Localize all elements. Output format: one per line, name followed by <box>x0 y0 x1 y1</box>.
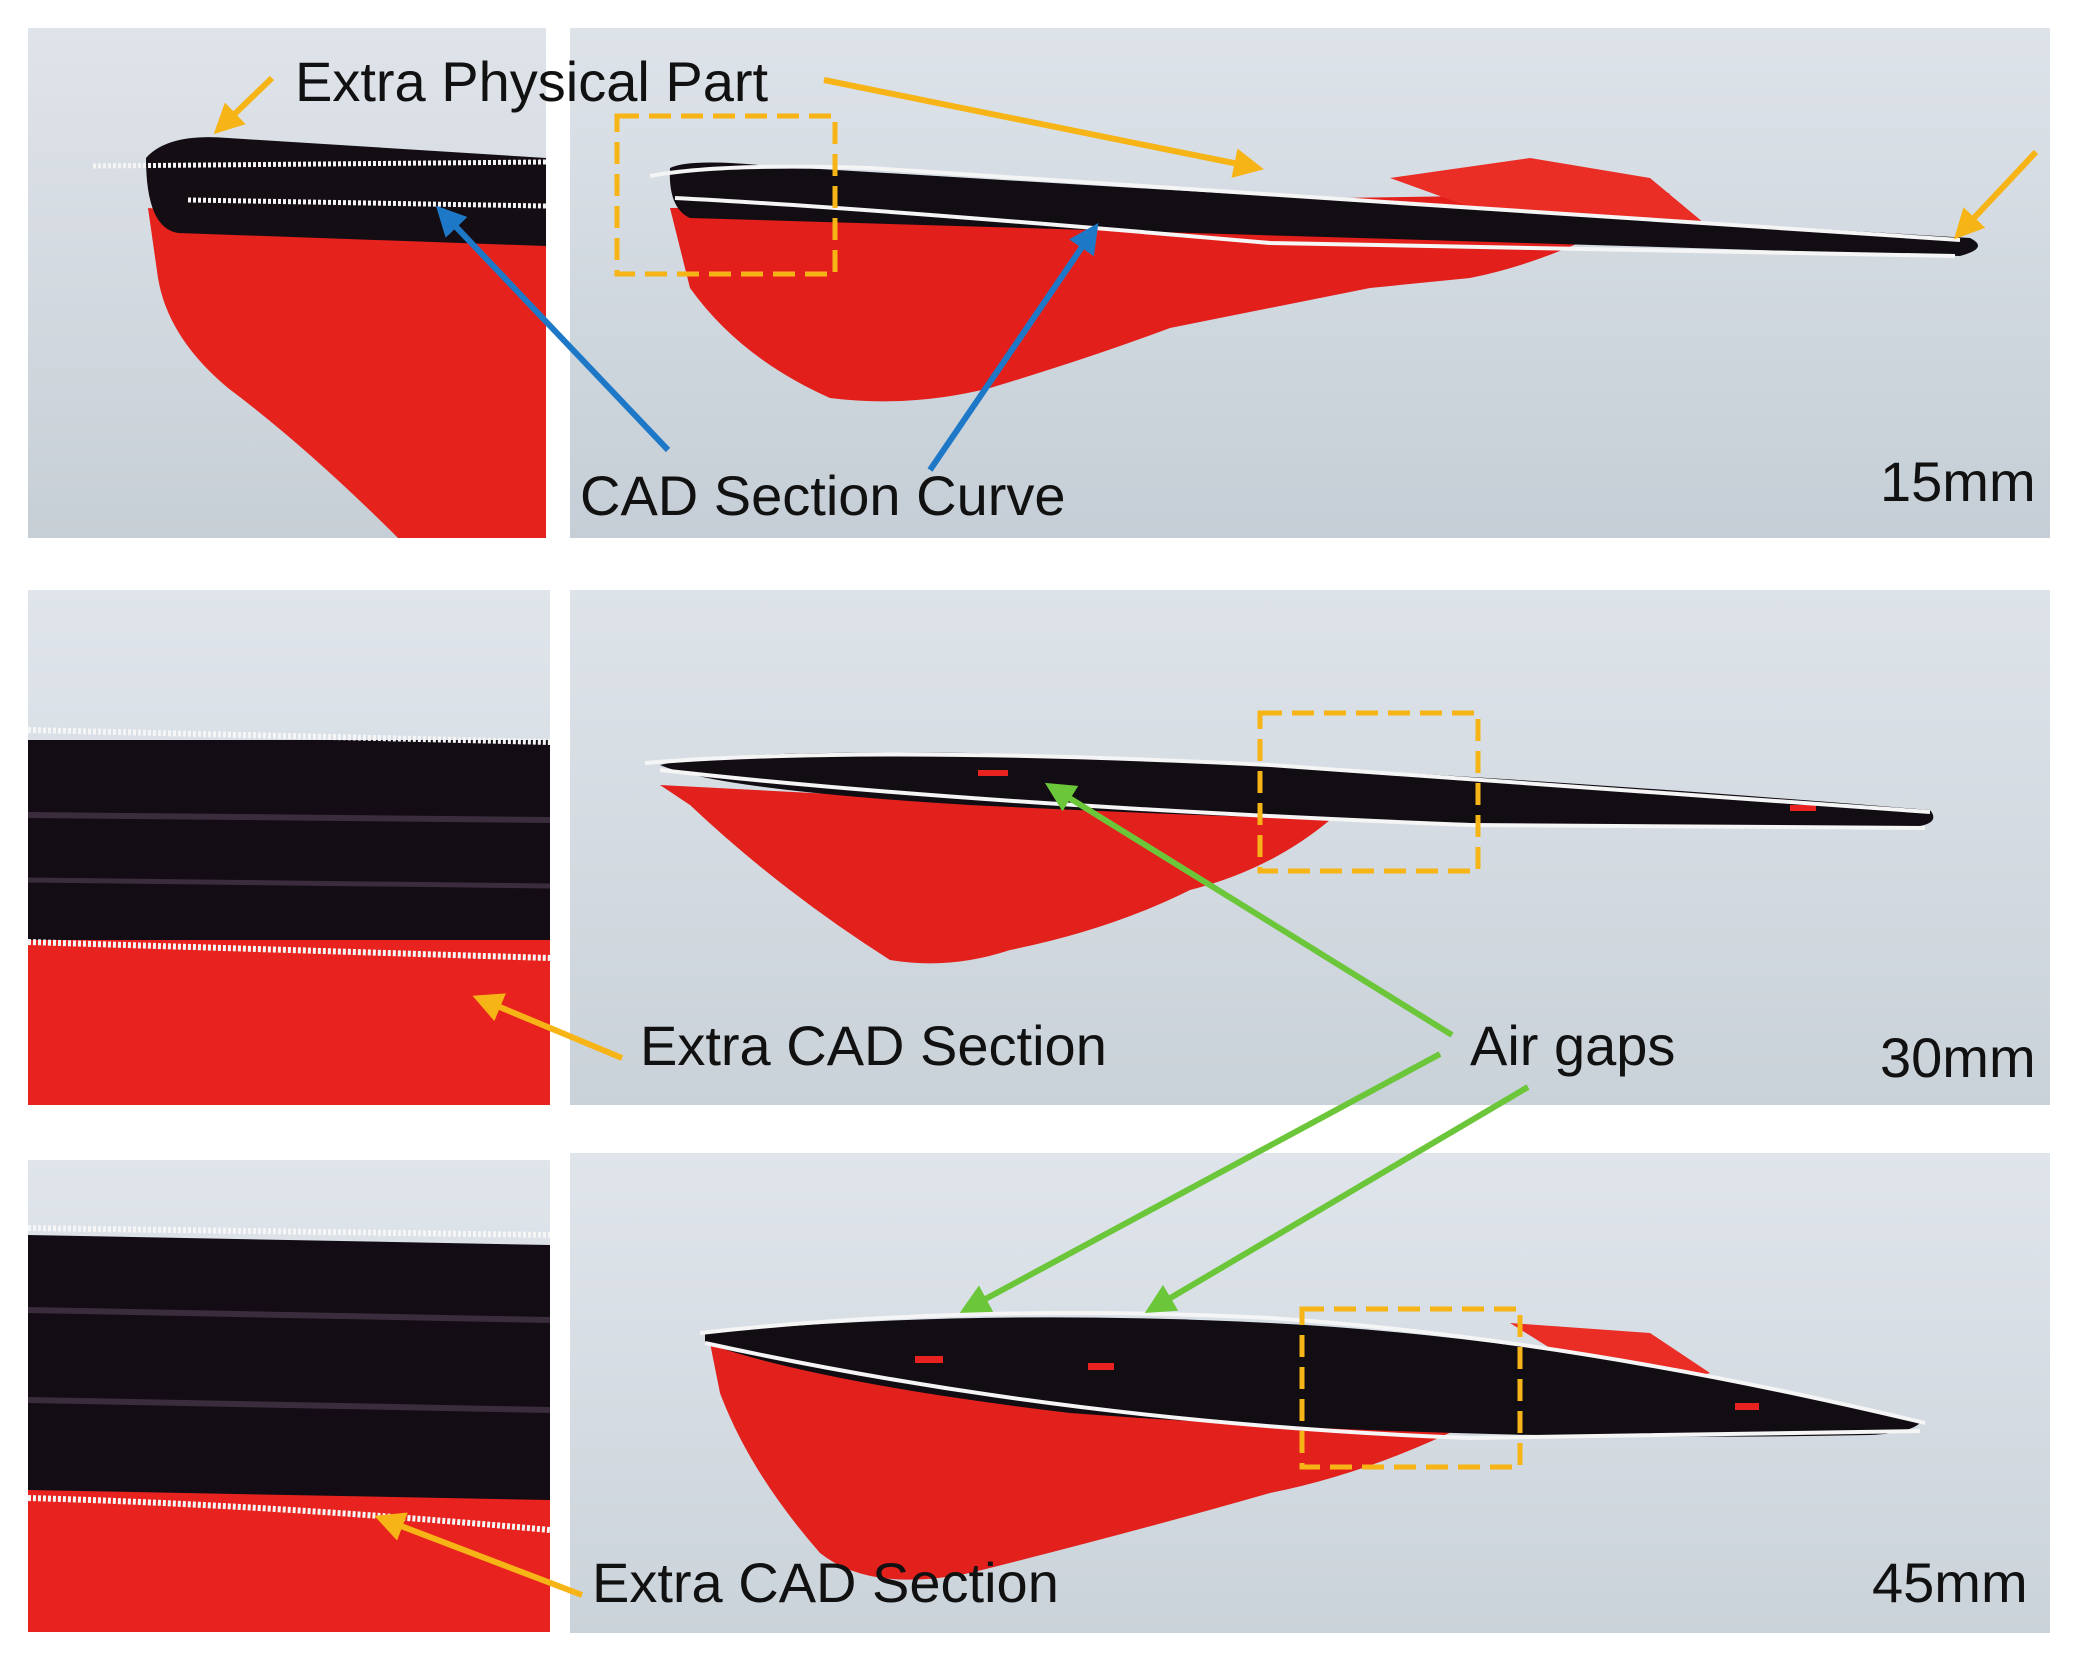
label-extra-cad-section-30mm: Extra CAD Section <box>640 1014 1107 1077</box>
full-view-panel-15mm <box>570 28 2050 538</box>
black-filament-layer <box>28 740 550 940</box>
air-gap-mark <box>1735 1403 1759 1410</box>
filament-streak <box>28 812 550 823</box>
label-air-gaps: Air gaps <box>1470 1014 1676 1077</box>
air-gap-mark <box>1790 805 1816 811</box>
height-label-30mm: 30mm <box>1880 1026 2036 1089</box>
air-gap-mark <box>915 1356 943 1363</box>
label-extra-cad-section-45mm: Extra CAD Section <box>592 1551 1059 1614</box>
cad-section-curve-bottom <box>28 1495 550 1533</box>
black-airfoil <box>669 162 1979 256</box>
cad-section-curve-bottom <box>28 939 550 961</box>
air-gap-mark <box>978 770 1008 776</box>
filament-streak <box>28 877 550 889</box>
height-label-45mm: 45mm <box>1872 1551 2028 1614</box>
cad-section-curve-top <box>699 1311 1926 1425</box>
cad-section-curve-top <box>644 752 1931 814</box>
cad-section-curve-top <box>28 727 550 745</box>
black-filament-layer <box>28 1235 550 1500</box>
cad-section-curve-top <box>28 1225 550 1238</box>
filament-streak <box>28 1397 550 1413</box>
red-part-body <box>28 935 550 1105</box>
label-extra-physical-part: Extra Physical Part <box>295 50 769 113</box>
cad-section-curve-top <box>92 159 546 169</box>
zoom-panel-30mm <box>28 590 550 1105</box>
red-part-body <box>710 1343 1470 1580</box>
zoom-panel-45mm <box>28 1160 550 1632</box>
label-cad-section-curve: CAD Section Curve <box>580 464 1066 527</box>
air-gap-mark <box>1088 1363 1114 1370</box>
height-label-15mm: 15mm <box>1880 450 2036 513</box>
filament-streak <box>28 1307 550 1323</box>
